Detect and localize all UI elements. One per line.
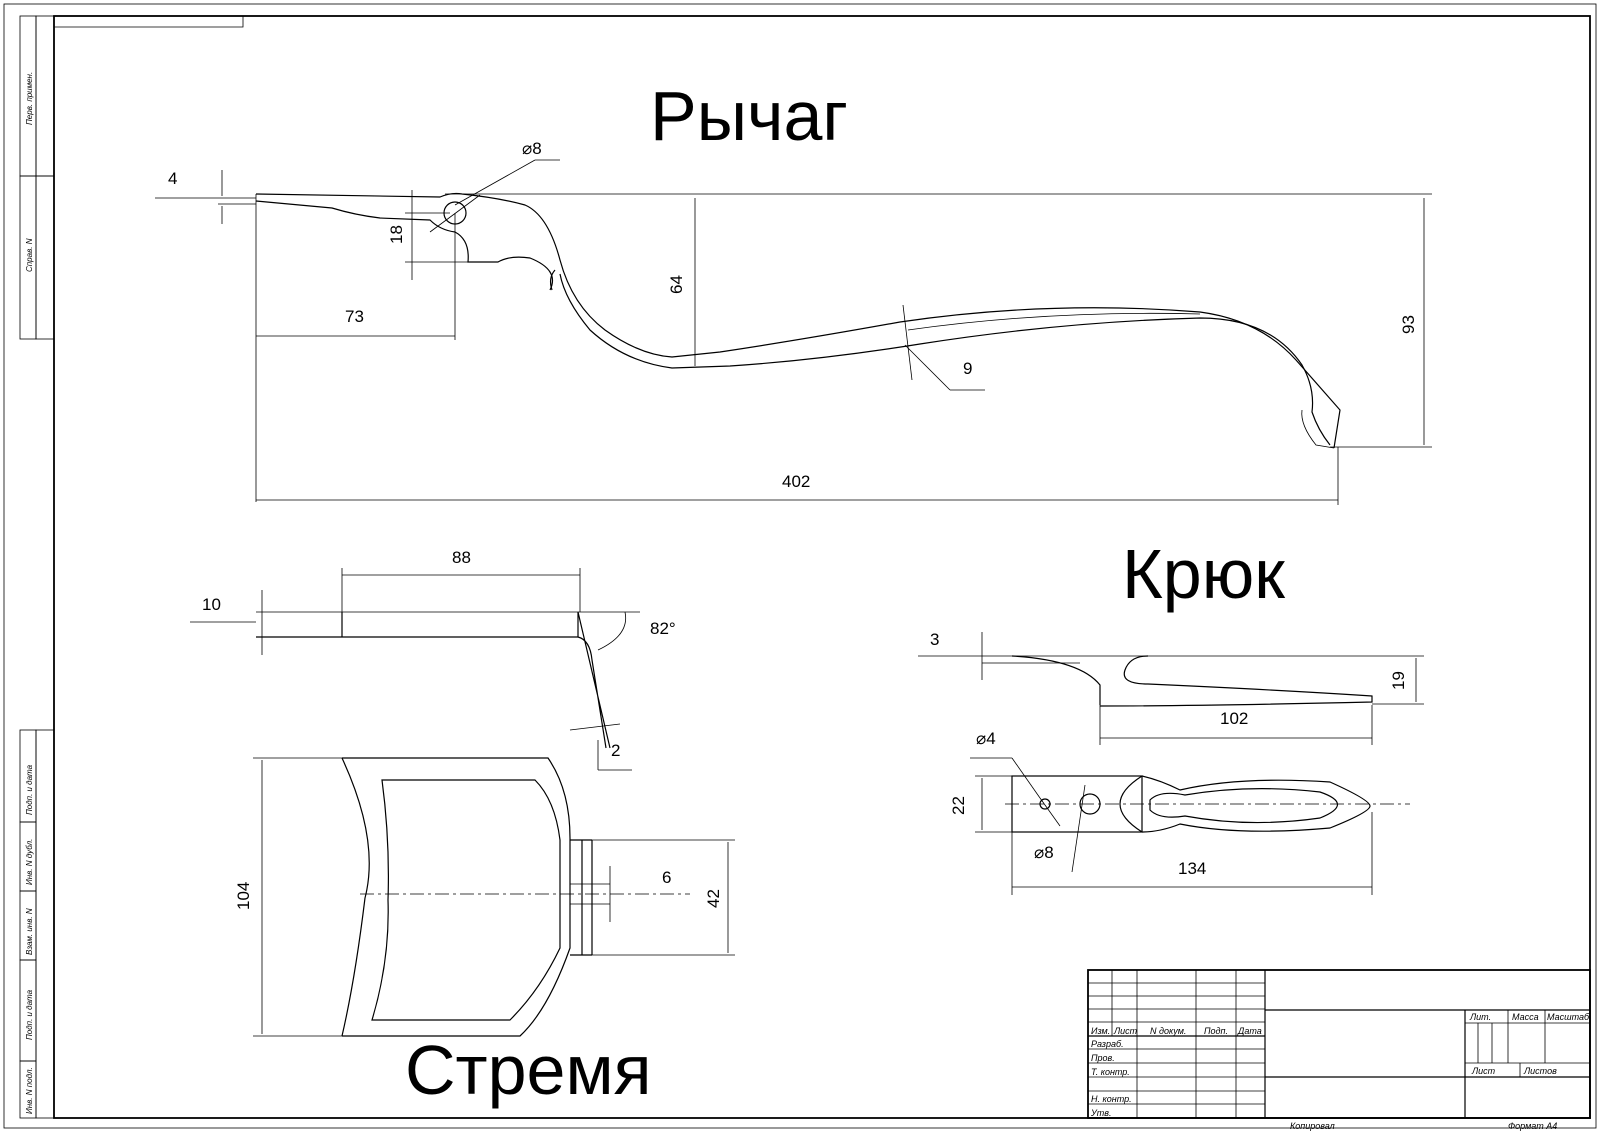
hook-dim-length: 102: [1220, 709, 1248, 728]
lever-dim-height: 93: [1399, 315, 1418, 334]
tb-razrab: Разраб.: [1091, 1039, 1124, 1049]
tb-prov: Пров.: [1091, 1053, 1115, 1063]
tb-n-kontr: Н. контр.: [1091, 1094, 1132, 1104]
side-stamp-bottom: Подп. и дата Инв. N дубл. Взам. инв. N П…: [19, 729, 55, 1119]
lever-dim-length: 402: [782, 472, 810, 491]
inner-frame: [53, 15, 1591, 1119]
hook-top-view: ⌀4 22 ⌀8 134: [949, 729, 1410, 895]
outer-frame: [3, 3, 1597, 1129]
tb-lit: Лит.: [1469, 1012, 1491, 1022]
hook-dim-height: 19: [1389, 671, 1408, 690]
tb-utv: Утв.: [1090, 1108, 1111, 1118]
lever-dimensions: 4 ⌀8 18 73 64 9 93 402: [155, 139, 1432, 505]
lever-dim-hole-offset: 73: [345, 307, 364, 326]
side-label-podp-data-2: Подп. и дата: [25, 989, 34, 1040]
tb-t-kontr: Т. контр.: [1091, 1067, 1130, 1077]
side-label-sprav-n: Справ. N: [25, 238, 34, 272]
hook-title: Крюк: [1122, 535, 1285, 613]
bracket-dim-arm-thickness: 2: [611, 741, 620, 760]
hook-dim-thickness: 3: [930, 630, 939, 649]
tb-massa: Масса: [1512, 1012, 1539, 1022]
tb-izm: Изм.: [1091, 1026, 1110, 1036]
side-label-inv-podl: Инв. N подл.: [25, 1067, 34, 1114]
hook-dim-hole-small: ⌀4: [976, 729, 996, 748]
lever-dim-depth: 64: [667, 275, 686, 294]
tb-podp: Подп.: [1204, 1026, 1228, 1036]
bracket-dim-angle: 82°: [650, 619, 676, 638]
tb-list: Лист: [1113, 1026, 1138, 1036]
hook-dim-total-length: 134: [1178, 859, 1206, 878]
top-left-stamp-box: [53, 16, 244, 28]
hook-dim-width: 22: [949, 796, 968, 815]
stirrup-title: Стремя: [405, 1031, 652, 1109]
side-label-podp-data-1: Подп. и дата: [25, 764, 34, 815]
lever-dim-hole: ⌀8: [522, 139, 542, 158]
tb-list-right: Лист: [1471, 1066, 1496, 1076]
hook-side-view: 3 19 102: [918, 630, 1424, 745]
lever-dim-thickness: 4: [168, 169, 177, 188]
bracket-part: 88 10 82° 2: [190, 548, 676, 771]
title-block: Изм. Лист N докум. Подп. Дата Разраб. Пр…: [1087, 969, 1591, 1119]
tb-format: Формат А4: [1508, 1121, 1557, 1131]
bracket-dim-thickness: 10: [202, 595, 221, 614]
side-label-perv-primen: Перв. примен.: [25, 72, 34, 125]
bracket-dim-length: 88: [452, 548, 471, 567]
tb-listov: Листов: [1523, 1066, 1557, 1076]
tb-kopiroval: Копировал: [1290, 1121, 1335, 1131]
stirrup-dim-neck: 42: [704, 889, 723, 908]
tb-data: Дата: [1237, 1026, 1262, 1036]
side-label-vzam-inv: Взам. инв. N: [25, 908, 34, 955]
lever-dim-width-mid: 9: [963, 359, 972, 378]
stirrup-dim-slot: 6: [662, 868, 671, 887]
side-stamp-top: Перв. примен. Справ. N: [19, 15, 55, 340]
lever-dim-hole-height: 18: [387, 225, 406, 244]
tb-n-dokum: N докум.: [1150, 1026, 1186, 1036]
hook-dim-hole-large: ⌀8: [1034, 843, 1054, 862]
lever-part: [255, 159, 1341, 449]
lever-title: Рычаг: [650, 77, 848, 155]
side-label-inv-dubl: Инв. N дубл.: [25, 839, 34, 885]
stirrup-part: 104 6 42: [234, 757, 735, 1037]
tb-masshtab: Масштаб: [1547, 1012, 1590, 1022]
stirrup-dim-height: 104: [234, 882, 253, 910]
